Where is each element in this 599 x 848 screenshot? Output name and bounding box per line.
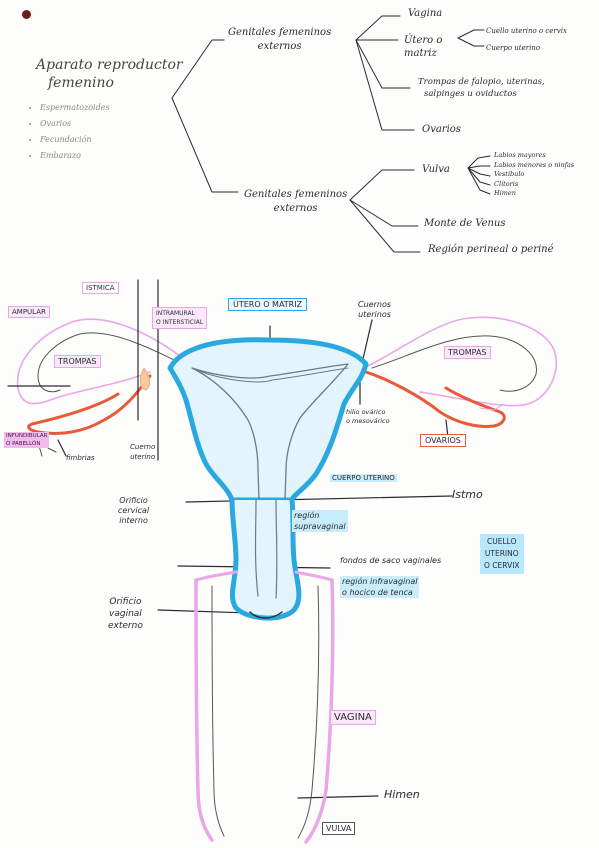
- orificio-line: Orificio: [119, 496, 148, 505]
- vulva-sub-item: Vestíbulo: [494, 170, 525, 178]
- cuernos-line: uterinos: [358, 310, 391, 319]
- label-vulva: VULVA: [322, 822, 356, 835]
- supravaginal-line: región: [294, 511, 320, 520]
- right-tube: [364, 316, 558, 428]
- right-tube-red: [364, 370, 506, 428]
- vulva-sub-item: Clítoris: [494, 179, 519, 188]
- orificio-line: Orificio: [109, 597, 142, 607]
- intramural-line: INTRAMURAL: [156, 310, 195, 317]
- label-trompas-left: TROMPAS: [54, 355, 101, 368]
- left-tube-red: [27, 374, 152, 435]
- function-item: Ovarios: [40, 116, 110, 132]
- cuerno-line: Cuerno: [130, 443, 156, 451]
- tree-uterus-line: matriz: [404, 48, 437, 59]
- label-ovarios: OVARIOS: [420, 434, 466, 447]
- tree-uterus-line: Útero o: [404, 35, 443, 46]
- main-title-line-1: Aparato reproductor: [36, 57, 183, 73]
- label-orificio-externo: Orificio vaginal externo: [108, 596, 143, 632]
- branch-line-2: externos: [273, 203, 318, 214]
- tree-tubes-line: salpinges u oviductos: [424, 89, 517, 99]
- uterus-outline: [167, 337, 369, 503]
- label-intramural: INTRAMURAL O INTERSTICIAL: [152, 307, 208, 329]
- cuello-line: CUELLO: [487, 537, 517, 546]
- label-supravaginal: región supravaginal: [292, 510, 348, 532]
- orificio-line: vaginal: [109, 609, 142, 619]
- branch-line-2: externos: [257, 41, 302, 52]
- hilio-line: o mesovárico: [346, 417, 390, 425]
- left-ovary-patch: [139, 367, 151, 391]
- tree-uterus-body: Cuerpo uterino: [486, 44, 541, 52]
- vagina: [194, 570, 335, 844]
- left-ampulla-outline: [16, 318, 189, 405]
- label-himen: Himen: [384, 788, 420, 801]
- label-cuernos-right: Cuernos uterinos: [358, 300, 391, 320]
- intramural-line: O INTERSTICIAL: [156, 319, 204, 326]
- infravaginal-line: región infravaginal: [342, 577, 418, 586]
- tree-mons: Monte de Venus: [424, 218, 506, 229]
- main-title: Aparato reproductor femenino: [36, 56, 183, 92]
- function-item: Espermatozoides: [40, 100, 110, 116]
- ink-mark-icon: [22, 10, 31, 19]
- tree-uterus-cervix: Cuello uterino o cervix: [486, 27, 567, 35]
- label-trompas-right: TROMPAS: [444, 346, 491, 359]
- orificio-line: cervical: [118, 506, 150, 515]
- orificio-line: interno: [119, 516, 148, 525]
- cuello-line: O CERVIX: [484, 561, 520, 570]
- cervix-outline: [229, 497, 302, 621]
- infravaginal-line: o hocico de tenca: [342, 588, 413, 597]
- infundibular-line: INFUNDIBULAR: [6, 433, 48, 439]
- vagina-outline: [194, 578, 335, 844]
- label-cuello-box: CUELLO UTERINO O CERVIX: [480, 534, 524, 574]
- tree-tubes-line: Trompas de falopio, uterinas,: [418, 77, 545, 87]
- label-infravaginal: región infravaginal o hocico de tenca: [340, 576, 420, 598]
- cuernos-line: Cuernos: [358, 300, 391, 309]
- branch-external-top: Genitales femeninos externos: [228, 26, 331, 54]
- function-item: Embarazo: [40, 148, 110, 164]
- branch-line-1: Genitales femeninos: [228, 27, 332, 38]
- tree-vulva: Vulva: [422, 164, 450, 175]
- uterine-cavity: [191, 363, 349, 531]
- tree-vulva-sub: Labios mayores Labios menores o ninfas V…: [494, 151, 574, 199]
- branch-line-1: Genitales femeninos: [244, 189, 348, 200]
- label-istmo: Istmo: [452, 488, 483, 501]
- label-cuerno-left: Cuerno uterino: [130, 442, 155, 462]
- label-utero-box: ÚTERO O MATRIZ: [228, 298, 308, 311]
- label-hilio: hilio ovárico o mesovárico: [346, 408, 390, 426]
- tree-ovaries: Ovarios: [422, 124, 461, 135]
- vulva-sub-item: Himen: [494, 189, 516, 197]
- vulva-sub-item: Labios menores o ninfas: [494, 160, 575, 169]
- infundibular-line: O PABELLÓN: [6, 441, 41, 447]
- tree-perineum: Región perineal o periné: [428, 244, 554, 255]
- label-fimbrias: fimbrias: [66, 454, 95, 462]
- hilio-line: hilio ovárico: [346, 408, 386, 416]
- label-cuerpo-uterino: CUERPO UTERINO: [330, 474, 397, 482]
- cuello-line: UTERINO: [484, 549, 519, 558]
- vulva-sub-item: Labios mayores: [494, 151, 546, 159]
- orificio-line: externo: [108, 621, 143, 631]
- function-item: Fecundación: [40, 132, 110, 148]
- main-title-line-2: femenino: [48, 75, 114, 91]
- tree-vagina: Vagina: [408, 8, 443, 19]
- branch-external-bottom: Genitales femeninos externos: [244, 188, 347, 216]
- cuerno-line: uterino: [130, 453, 156, 461]
- label-vagina: VAGINA: [330, 710, 376, 725]
- right-ampulla-outline: [367, 316, 558, 407]
- label-ampular: AMPULAR: [8, 306, 50, 318]
- functions-list: Espermatozoides Ovarios Fecundación Emba…: [26, 100, 110, 164]
- tree-tubes: Trompas de falopio, uterinas, salpinges …: [418, 76, 545, 100]
- label-orificio-interno: Orificio cervical interno: [118, 496, 149, 526]
- label-infundibular: INFUNDIBULAR O PABELLÓN: [4, 432, 50, 448]
- supravaginal-line: supravaginal: [294, 522, 346, 531]
- uterus: [167, 337, 369, 621]
- label-istmica: ISTMICA: [82, 282, 119, 294]
- label-fondos: fondos de saco vaginales: [340, 556, 442, 565]
- tree-uterus: Útero o matriz: [404, 34, 442, 60]
- outline-connectors: [171, 15, 491, 253]
